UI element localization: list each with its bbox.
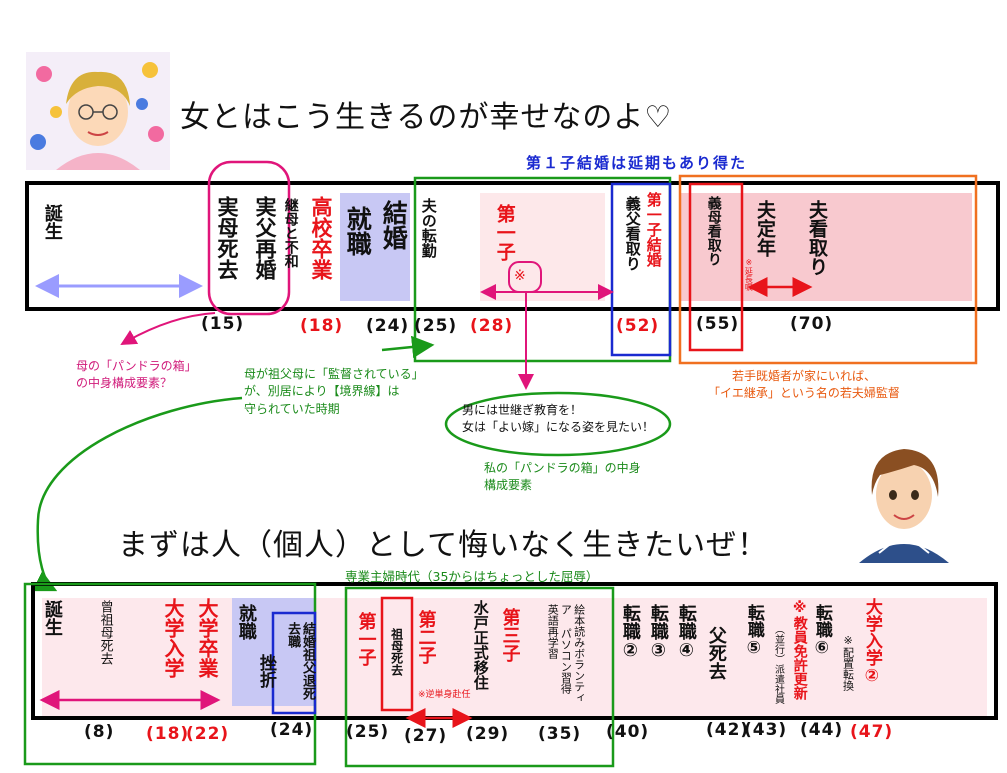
- bottom-second-child: 第二子: [415, 610, 437, 664]
- bottom-age-27: (27): [404, 726, 448, 746]
- bottom-age-24: (24): [270, 720, 314, 740]
- bottom-t2: 転職②: [619, 604, 641, 661]
- top-timeline-box: [25, 181, 1000, 311]
- note-pandora-mother: 母の「パンドラの箱」 の中身構成要素？: [76, 359, 197, 391]
- top-child-marry: 第一子結婚: [644, 192, 663, 267]
- top-retire: 夫定年: [753, 200, 776, 257]
- top-husband-care: 夫看取り: [805, 200, 828, 276]
- bottom-title: まずは人（個人）として悔いなく生きたいぜ！: [118, 528, 769, 563]
- top-age-55: (55): [696, 314, 740, 334]
- bottom-third-child: 第三子: [499, 608, 521, 662]
- bottom-age-42: (42): [706, 720, 750, 740]
- bottom-job: 就職: [235, 604, 257, 640]
- bottom-age-43: (43): [744, 720, 788, 740]
- bottom-setsu: 挫折: [255, 654, 276, 688]
- top-age-52: (52): [616, 316, 660, 336]
- top-mother-care: 義母看取り: [705, 196, 722, 266]
- top-age-28: (28): [470, 316, 514, 336]
- top-blue-caption: 第１子結婚は延期もあり得た: [526, 154, 748, 172]
- top-retire-note: ※延長嘱: [744, 258, 754, 291]
- bottom-t3: 転職③: [647, 604, 669, 661]
- top-age-15: (15): [201, 314, 245, 334]
- bottom-green-caption: 専業主婦時代（35からはちょっとした屈辱）: [345, 569, 599, 584]
- bottom-father-death: 父死去: [705, 626, 727, 680]
- top-orange-box: [678, 174, 978, 365]
- bottom-mito: 水戸正式移住: [471, 600, 490, 690]
- bottom-univ2: 大学入学②: [861, 598, 882, 686]
- top-mother-death: 実母死去: [215, 196, 240, 280]
- bottom-great-gm-death: 曾祖母死去: [97, 600, 113, 665]
- top-care-fill: [680, 193, 972, 301]
- bottom-hobbies: 絵本読みボランティア パソコン習得 英語再学習: [546, 604, 586, 703]
- top-father-remarry: 実父再婚: [253, 196, 278, 280]
- top-blue-box: [610, 182, 672, 357]
- avatar-self: [844, 433, 964, 563]
- top-age-70: (70): [790, 314, 834, 334]
- bottom-birth: 誕生: [41, 600, 63, 636]
- top-transfer: 夫の転勤: [419, 198, 438, 258]
- top-birth: 誕生: [41, 204, 63, 240]
- bottom-haichi: ※配置転換: [841, 634, 855, 691]
- note-watched: 母が祖父母に「監督されている」 が、別居により【境界線】は 守られていた時期: [244, 367, 424, 416]
- bottom-age-47: (47): [850, 722, 894, 742]
- note-bubble: 男には世継ぎ教育を！ 女は「よい嫁」になる姿を見たい！: [462, 403, 655, 435]
- bottom-age-29: (29): [466, 724, 510, 744]
- top-pink-rounded: [207, 160, 291, 316]
- top-job: 就職: [343, 206, 373, 256]
- top-green-curve: [32, 396, 243, 592]
- bottom-timeline-box: [31, 582, 998, 720]
- bottom-age-18: (18): [146, 724, 190, 744]
- top-stepmother: 継母と不和: [282, 198, 299, 268]
- top-age-25: (25): [414, 316, 458, 336]
- note-pandora-mine: 私の「パンドラの箱」の中身 構成要素: [484, 461, 641, 493]
- speech-bubble: [444, 391, 672, 457]
- top-red-box: [688, 182, 744, 352]
- avatar-self-icon: [859, 449, 949, 563]
- bottom-age-35: (35): [538, 724, 582, 744]
- top-first-child: 第一子: [493, 204, 516, 261]
- top-age-24: (24): [366, 316, 410, 336]
- top-title: 女とはこう生きるのが幸せなのよ♡: [180, 100, 673, 135]
- top-hs-grad: 高校卒業: [309, 196, 334, 280]
- top-job-fill: [340, 193, 410, 301]
- bottom-gm-death: 祖母死去: [389, 628, 404, 676]
- bottom-age-25: (25): [346, 722, 390, 742]
- bottom-note-transfer: ※逆単身赴任: [418, 690, 471, 700]
- bottom-blue-box-text: 結婚祖父退死去職: [285, 622, 315, 700]
- bottom-t6: 転職⑥: [811, 604, 832, 658]
- top-child-fill: [480, 193, 605, 301]
- bottom-age-40: (40): [606, 722, 650, 742]
- top-age-18: (18): [300, 316, 344, 336]
- bottom-haken: （並行）派遣社員: [772, 624, 784, 704]
- bottom-green-box2: [344, 586, 615, 768]
- bottom-license: ※教員免許更新: [791, 600, 808, 700]
- top-pink-curve: [120, 312, 216, 346]
- top-green-arrow: [381, 335, 435, 359]
- bottom-univ-out: 大学卒業: [195, 598, 219, 678]
- top-mark: ※: [514, 268, 526, 284]
- bottom-blue-box: [271, 611, 317, 715]
- bottom-age-22: (22): [186, 724, 230, 744]
- avatar-mother: [26, 52, 170, 170]
- avatar-mother-icon: [30, 62, 164, 170]
- bottom-first-child: 第一子: [355, 612, 377, 666]
- top-marry: 結婚: [379, 200, 409, 250]
- top-father-care: 義父看取り: [623, 196, 642, 271]
- bottom-age-44: (44): [800, 720, 844, 740]
- bottom-univ-in: 大学入学: [161, 598, 185, 678]
- bottom-red-box: [380, 596, 414, 712]
- note-orange: 若手既婚者が家にいれば、 「イエ継承」という名の若夫婦監督: [708, 369, 900, 401]
- bottom-t4: 転職④: [675, 604, 697, 661]
- bottom-t5: 転職⑤: [743, 604, 764, 658]
- bottom-age-8: (8): [84, 722, 115, 742]
